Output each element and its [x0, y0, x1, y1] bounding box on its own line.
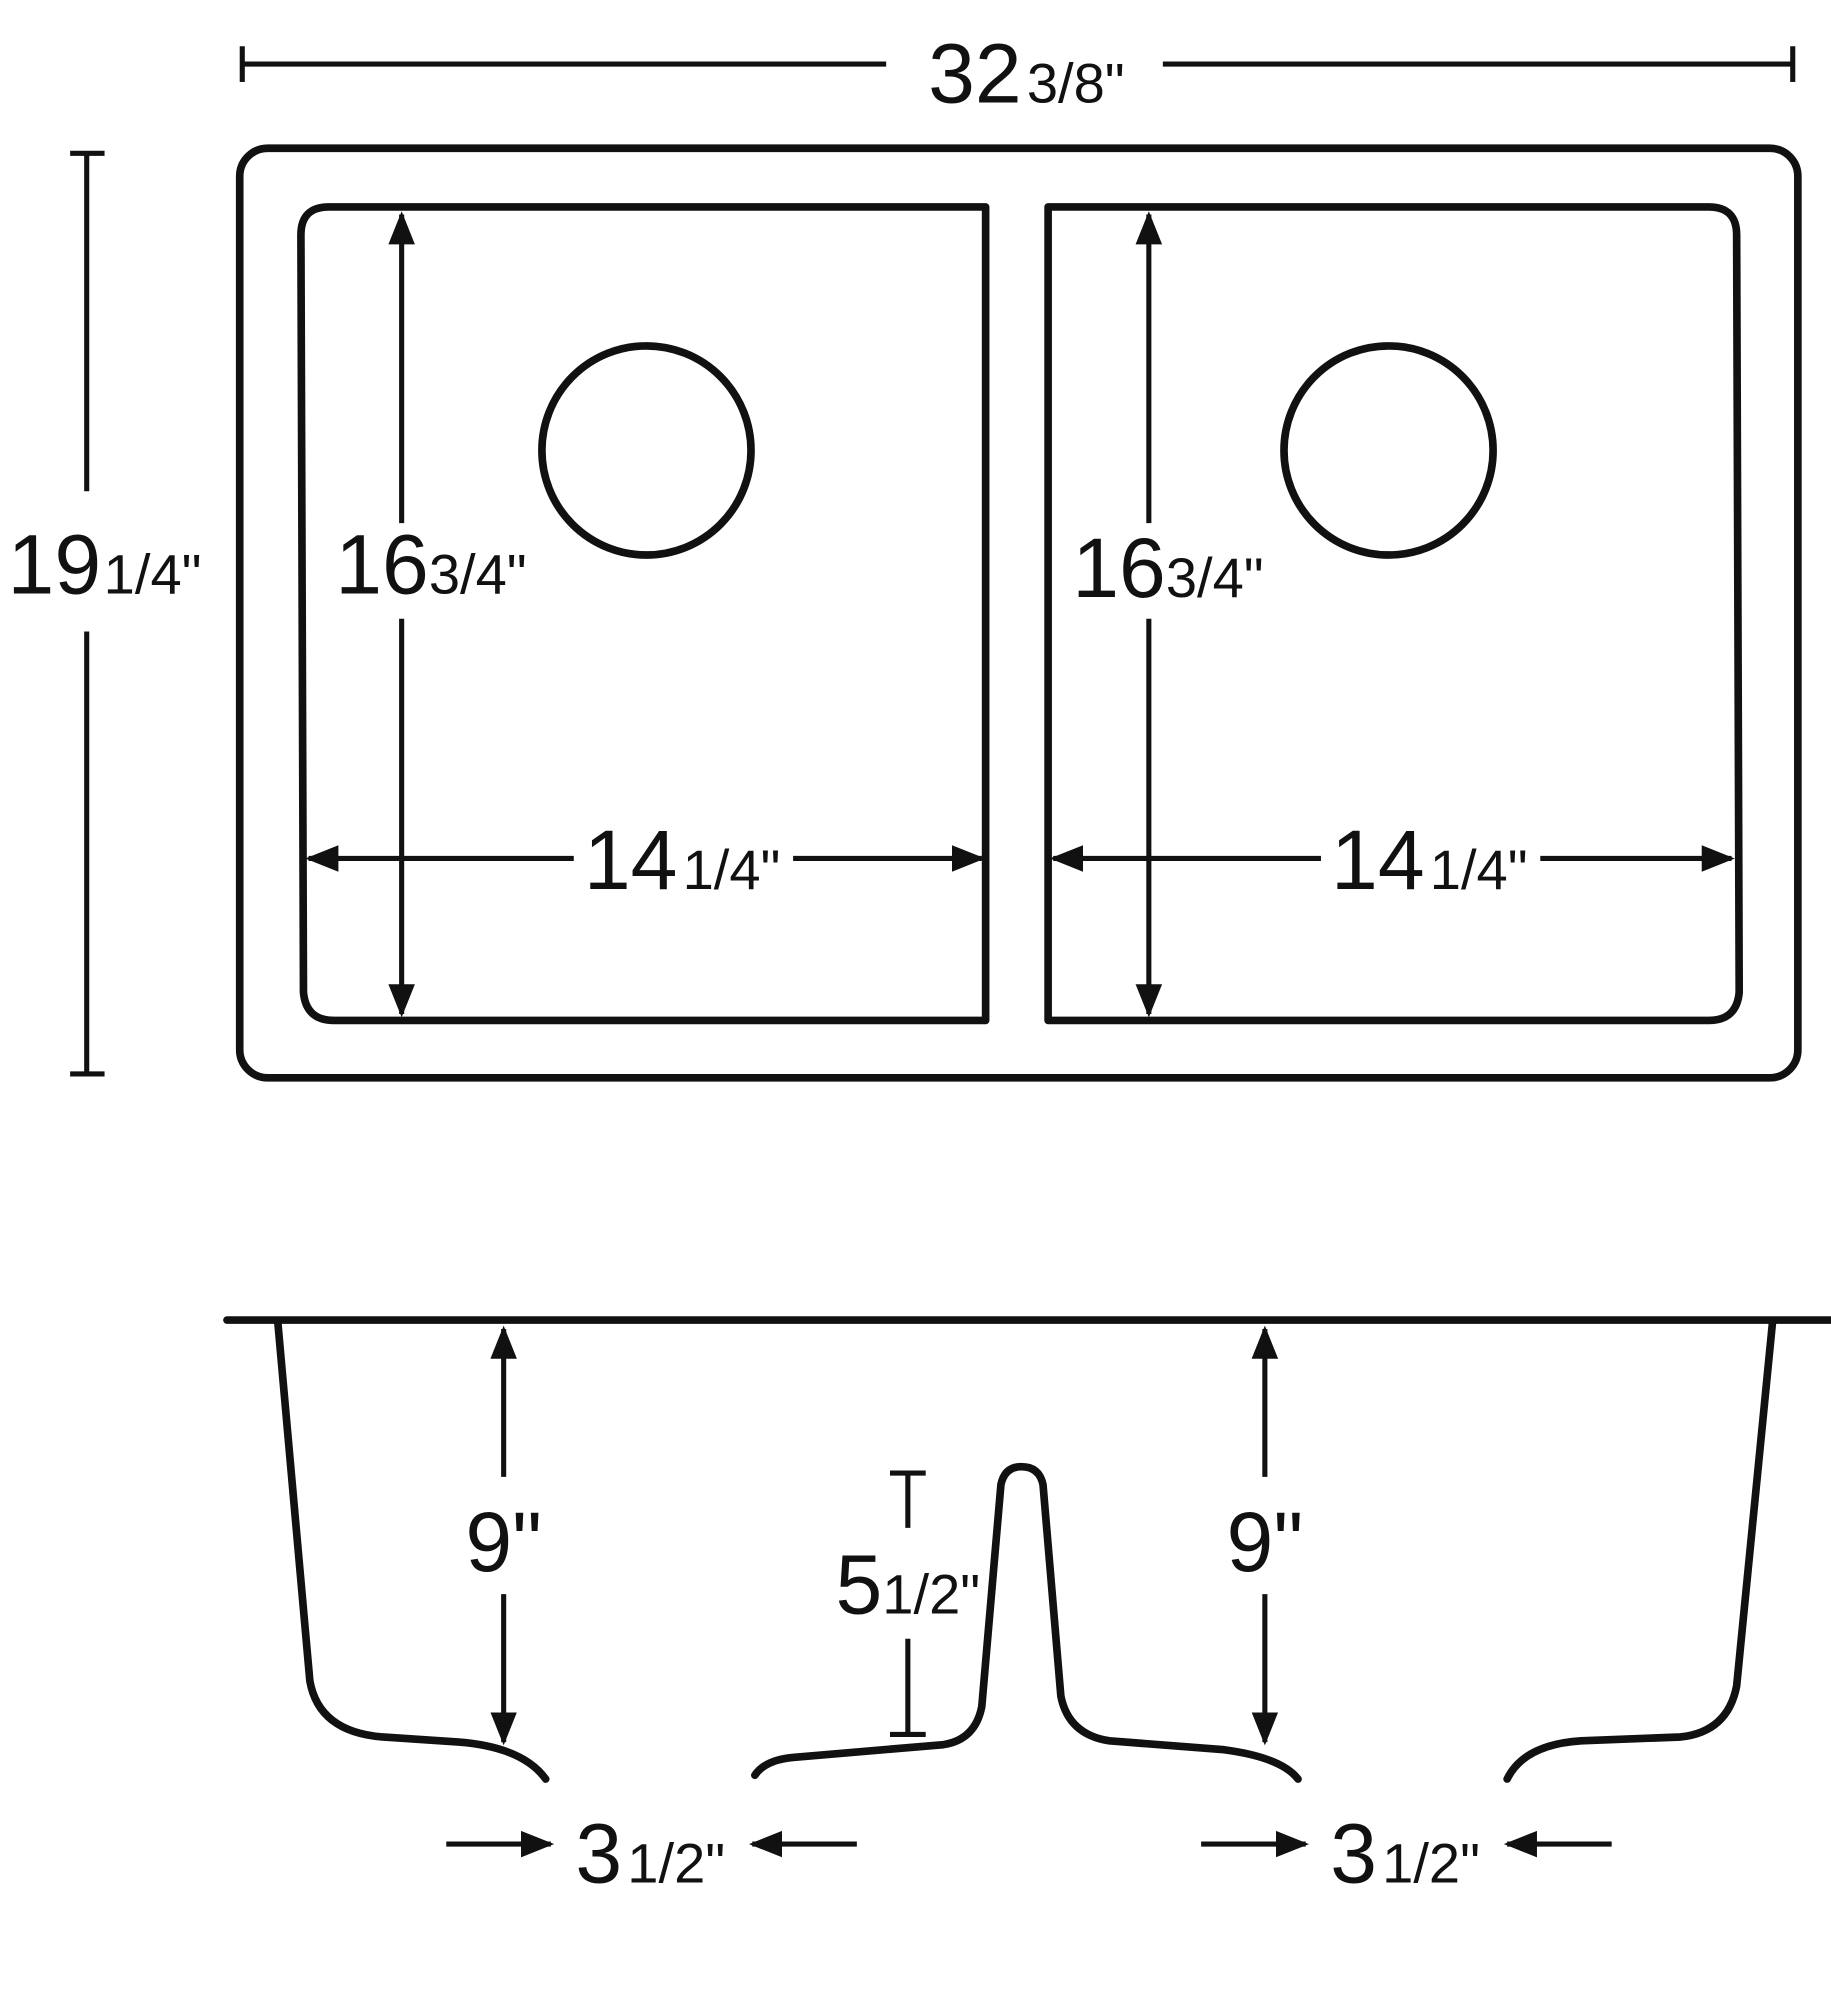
- left-bowl-side-depth-label: 9": [465, 1495, 542, 1589]
- right-bowl-depth-fraction: 3/4": [1166, 546, 1264, 609]
- svg-text:191/4": 191/4": [8, 517, 202, 611]
- right-bowl-depth-dimension: 163/4": [1072, 211, 1264, 1018]
- right-bowl-width-fraction: 1/4": [1430, 838, 1528, 901]
- divider-height-fraction: 1/2": [882, 1562, 980, 1625]
- left-bowl-depth-side-dimension: 9": [465, 1325, 542, 1746]
- left-bowl-depth-fraction: 3/4": [429, 542, 527, 605]
- left-drain-offset-whole: 3: [575, 1806, 622, 1900]
- right-bowl-width-whole: 14: [1331, 813, 1425, 907]
- right-bowl-outline: [1044, 203, 1744, 1025]
- left-bowl-depth-dimension: 163/4": [335, 211, 527, 1018]
- right-drain: [1280, 342, 1497, 559]
- sink-outer-rim: [235, 144, 1802, 1082]
- svg-text:51/2": 51/2": [836, 1537, 981, 1631]
- svg-text:31/2": 31/2": [1330, 1806, 1480, 1900]
- overall-depth-fraction: 1/4": [104, 542, 202, 605]
- right-drain-offset-fraction: 1/2": [1382, 1831, 1480, 1894]
- right-bowl-depth-side-dimension: 9": [1227, 1325, 1304, 1746]
- svg-text:31/2": 31/2": [575, 1806, 725, 1900]
- overall-depth-dimension: 191/4": [8, 150, 202, 1077]
- overall-depth-whole: 19: [8, 517, 102, 611]
- svg-text:141/4": 141/4": [584, 813, 781, 907]
- left-drain: [538, 342, 755, 559]
- overall-width-fraction: 3/8": [1027, 51, 1125, 114]
- left-bowl-profile: [274, 1320, 550, 1783]
- right-bowl-depth-whole: 16: [1072, 521, 1166, 615]
- overall-width-whole: 32: [928, 26, 1022, 120]
- left-bowl-depth-whole: 16: [335, 517, 429, 611]
- right-bowl-side-depth-label: 9": [1227, 1495, 1304, 1589]
- left-drain-offset-fraction: 1/2": [627, 1831, 725, 1894]
- divider-height-dimension: 51/2": [836, 1470, 981, 1737]
- divider-profile: [751, 1462, 1302, 1783]
- svg-text:323/8": 323/8": [928, 26, 1125, 120]
- left-bowl-width-whole: 14: [584, 813, 678, 907]
- right-bowl-profile: [1503, 1320, 1777, 1783]
- right-drain-offset-whole: 3: [1330, 1806, 1377, 1900]
- svg-text:141/4": 141/4": [1331, 813, 1528, 907]
- left-bowl-outline: [297, 203, 990, 1025]
- divider-height-whole: 5: [836, 1537, 883, 1631]
- svg-text:163/4": 163/4": [335, 517, 526, 611]
- left-bowl-width-fraction: 1/4": [683, 838, 781, 901]
- svg-text:163/4": 163/4": [1072, 521, 1263, 615]
